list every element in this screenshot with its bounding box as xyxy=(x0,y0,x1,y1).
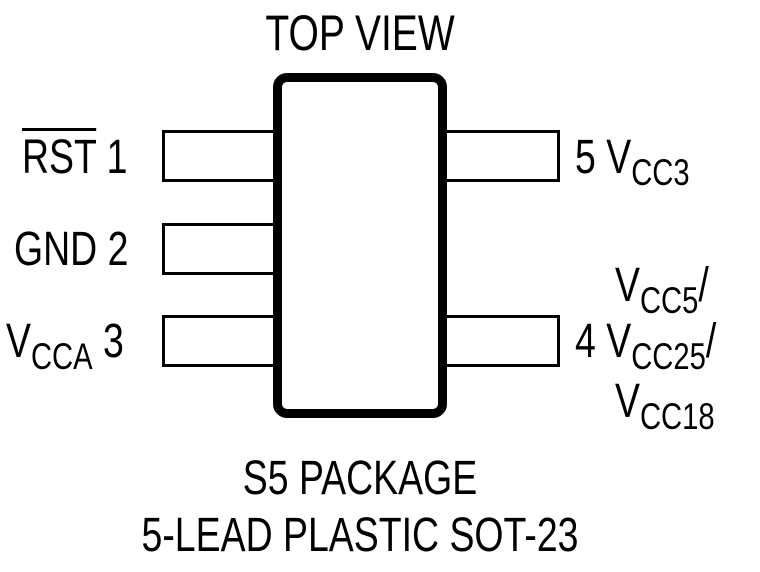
pin-3-lead xyxy=(162,315,274,367)
pin-4-name-line-3: VCC18 xyxy=(615,375,715,437)
pin-1-number: 1 xyxy=(106,131,128,184)
pin-5-number: 5 xyxy=(575,131,596,184)
pin-5-label: 5 VCC3 xyxy=(575,131,690,193)
package-body xyxy=(273,73,447,418)
pin-5-lead xyxy=(446,130,560,182)
pin-4-lead xyxy=(446,315,560,367)
pin-3-number: 3 xyxy=(103,315,124,368)
pin-1-lead xyxy=(162,130,274,182)
pin-5-name: VCC3 xyxy=(606,131,690,193)
pin-2-lead xyxy=(162,223,274,275)
diagram-title: TOP VIEW xyxy=(265,5,455,61)
package-description: 5-LEAD PLASTIC SOT-23 xyxy=(141,509,579,562)
pin-1-name: RST xyxy=(22,131,97,184)
pin-4-name-line-1: VCC5/ xyxy=(615,259,709,321)
pin-1-label: RST 1 xyxy=(22,134,127,182)
pin-2-name: GND xyxy=(14,223,98,276)
pin-4-number: 4 xyxy=(575,315,596,368)
package-name: S5 PACKAGE xyxy=(242,452,478,505)
pin-4-label: 4 VCC25/ xyxy=(575,315,717,377)
pin-4-name-line-2: VCC25/ xyxy=(606,315,717,377)
pin-2-number: 2 xyxy=(107,223,129,276)
pin-3-name: VCCA xyxy=(6,315,93,377)
pin-2-label: GND 2 xyxy=(14,226,128,274)
pin-3-label: VCCA 3 xyxy=(6,315,124,377)
